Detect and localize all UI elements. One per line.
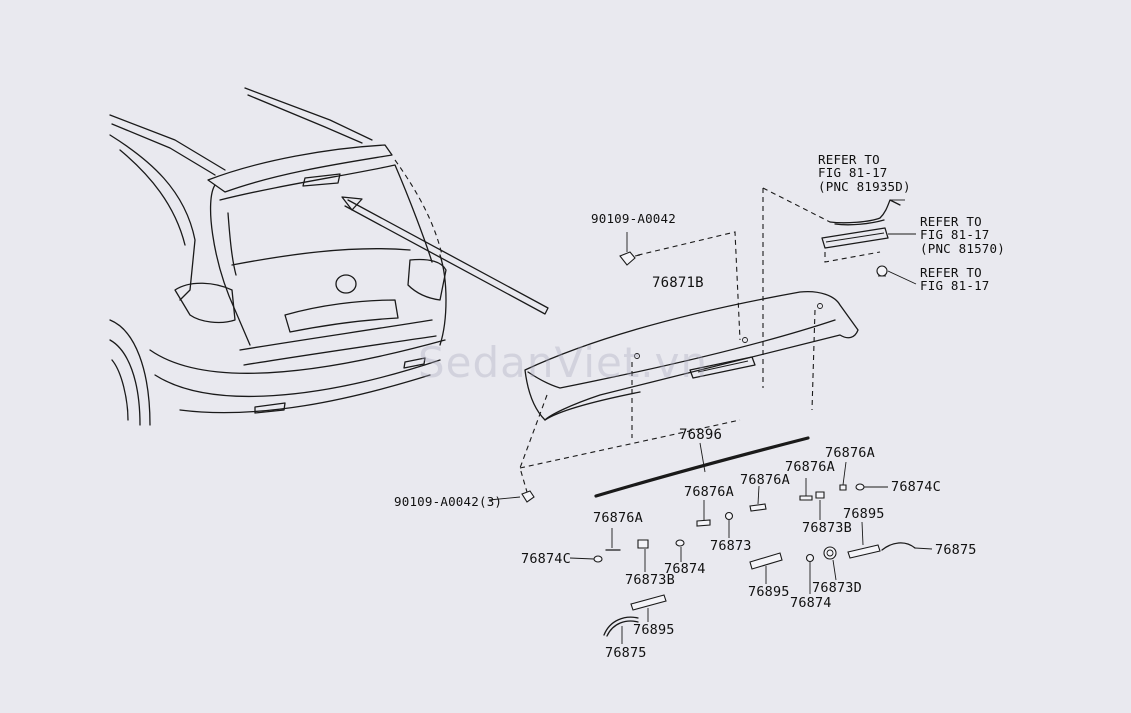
small-parts <box>569 461 933 644</box>
vehicle-rear-illustration <box>109 87 549 426</box>
label-76895-left: 76895 <box>633 622 675 638</box>
watermark: SedanViet.vn <box>418 338 709 387</box>
fastener-lower <box>488 490 535 503</box>
label-refer-2-line1: REFER TO <box>920 214 982 229</box>
label-molding: 76896 <box>679 427 723 443</box>
label-76873D: 76873D <box>812 580 862 596</box>
label-76875-left: 76875 <box>605 645 647 661</box>
label-refer-2-line3: (PNC 81570) <box>920 241 1005 256</box>
stop-lamp-assembly <box>821 199 917 285</box>
label-76876A-e: 76876A <box>593 510 643 526</box>
label-fastener-lower: 90109-A0042(3) <box>394 494 503 509</box>
label-refer-3-line2: FIG 81-17 <box>920 278 990 293</box>
label-76876A-c: 76876A <box>740 472 790 488</box>
label-76874-mid: 76874 <box>790 595 832 611</box>
label-76895-mid: 76895 <box>748 584 790 600</box>
label-fastener-upper: 90109-A0042 <box>591 211 676 226</box>
label-refer-2-line2: FIG 81-17 <box>920 227 990 242</box>
label-76873: 76873 <box>710 538 752 554</box>
label-76876A-a: 76876A <box>825 445 875 461</box>
label-76876A-b: 76876A <box>785 459 835 475</box>
label-76876A-d: 76876A <box>684 484 734 500</box>
fastener-upper <box>619 232 636 266</box>
label-76874-left: 76874 <box>664 561 706 577</box>
label-spoiler: 76871B <box>652 275 704 291</box>
molding-76896 <box>594 436 810 498</box>
label-refer-1-line2: FIG 81-17 <box>818 165 888 180</box>
spoiler-leader-lines <box>519 187 881 493</box>
label-refer-1-line3: (PNC 81935D) <box>818 179 911 194</box>
label-76874C-left: 76874C <box>521 551 571 567</box>
label-refer-1-line1: REFER TO <box>818 152 880 167</box>
label-76875-right: 76875 <box>935 542 977 558</box>
label-76873B-left: 76873B <box>625 572 675 588</box>
label-refer-3-line1: REFER TO <box>920 265 982 280</box>
spoiler-76871B <box>524 290 859 421</box>
label-76873B-right: 76873B <box>802 520 852 536</box>
label-76874C-right: 76874C <box>891 479 941 495</box>
label-76895-right: 76895 <box>843 506 885 522</box>
